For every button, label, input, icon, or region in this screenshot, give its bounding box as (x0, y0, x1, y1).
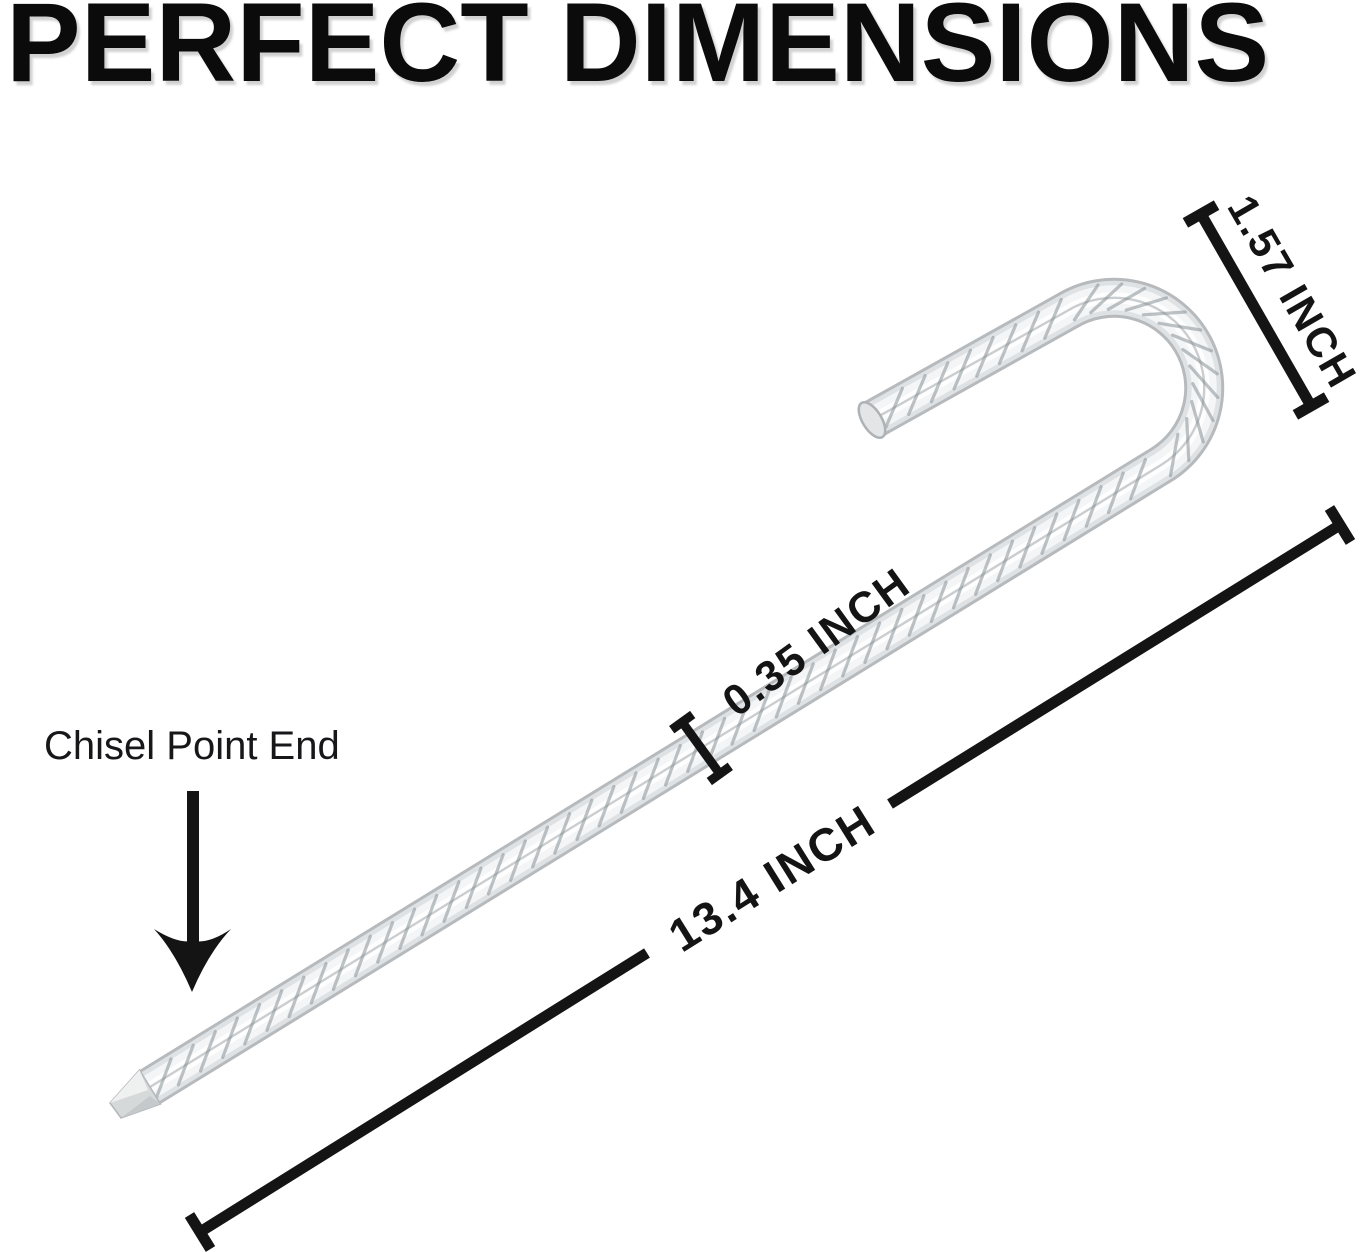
rebar-stake-image (109, 277, 1225, 1119)
chisel-tip (109, 1068, 162, 1119)
length-dim-cap-end (1324, 505, 1356, 545)
hook-cut-end (857, 401, 887, 439)
chisel-point-arrow-icon (154, 791, 231, 992)
length-dim-cap-start (184, 1212, 216, 1252)
hook-dim-cap-end (1292, 392, 1330, 420)
rebar-ribs (154, 282, 1220, 1100)
hook-dim-cap-start (1182, 200, 1220, 228)
hook-width-dimension-line (1182, 200, 1330, 420)
page-title: PERFECT DIMENSIONS (6, 0, 1270, 105)
length-dimension-line (184, 505, 1356, 1252)
chisel-point-label: Chisel Point End (44, 724, 340, 768)
rod-outline (139, 277, 1225, 1105)
diameter-marker (669, 710, 733, 786)
